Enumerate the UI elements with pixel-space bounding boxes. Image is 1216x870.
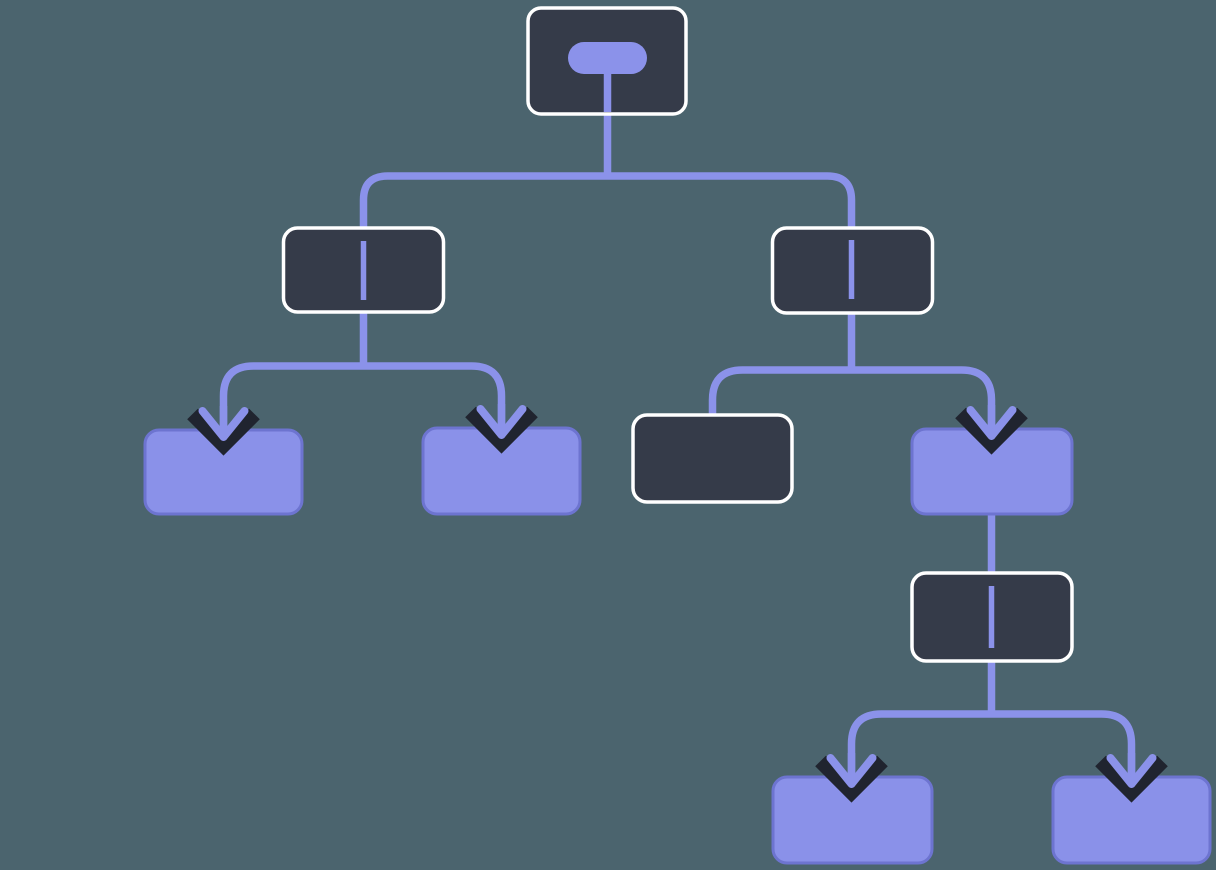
connector-layer xyxy=(219,60,1136,781)
connector-branch-right-to-children xyxy=(708,366,996,433)
node-layer xyxy=(143,6,1212,865)
connector-root-to-branches xyxy=(359,172,856,230)
node-inner-layer xyxy=(360,42,995,648)
root-pill xyxy=(568,42,647,74)
connector-branch-bottom-to-leaves xyxy=(847,710,1136,781)
connector-branch-left-to-leaves xyxy=(219,362,506,434)
node-dark-leaf[interactable] xyxy=(631,413,794,504)
